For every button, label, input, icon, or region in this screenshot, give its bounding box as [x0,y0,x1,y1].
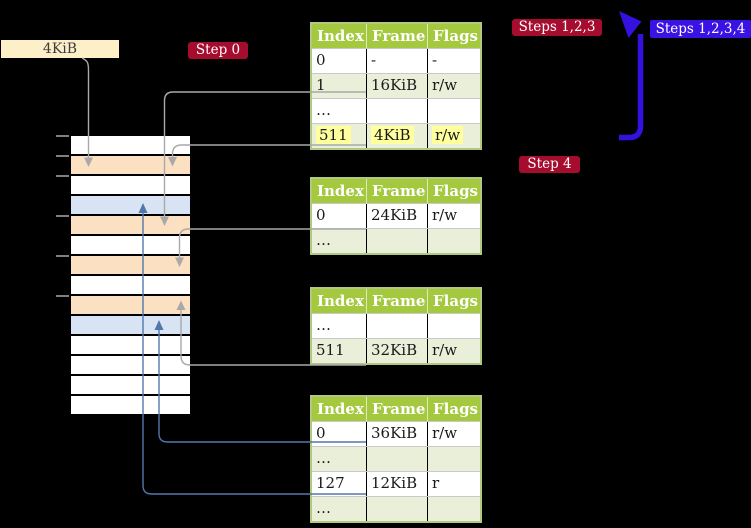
cell-flags: - [427,49,480,73]
cell-index: 127 [316,474,345,492]
cell-flags: r/w [427,124,480,148]
cell-index: 0 [316,51,326,69]
memory-row-peach [71,216,190,234]
cell-flags: r/w [427,422,480,446]
col-header-index: Index [317,400,364,418]
table-row: … [312,228,480,253]
cell-frame: 12KiB [366,472,427,496]
memory-row-peach [71,156,190,174]
cell-index: 0 [316,424,326,442]
tick-mark [56,175,69,177]
cell-frame [366,497,427,521]
tick-mark [56,295,69,297]
table-row: … [312,98,480,123]
page-table-l2: Index Frame Flags … 511 32KiB r/w [310,287,482,365]
cell-flags [427,497,480,521]
tick-mark [56,215,69,217]
cell-frame [366,99,427,123]
page-table-l3: Index Frame Flags 0 24KiB r/w … [310,177,482,255]
tick-mark [56,255,69,257]
table-row: 0 24KiB r/w [312,203,480,228]
cell-index: 511 [312,124,366,148]
cell-frame: 36KiB [366,422,427,446]
memory-row-white [71,336,190,354]
cell-index: … [316,101,331,119]
memory-row-blue [71,196,190,214]
col-header-flags: Flags [427,179,480,203]
cell-flags: r/w [427,74,480,98]
memory-row-white [71,276,190,294]
cell-frame: - [366,49,427,73]
cell-index: … [316,316,331,334]
col-header-flags: Flags [427,289,480,313]
memory-row-white [71,376,190,394]
col-header-flags: Flags [427,397,480,421]
table-row: … [312,496,480,521]
badge-steps-1-2-3: Steps 1,2,3 [512,19,602,36]
cell-index: 0 [316,206,326,224]
cell-frame: 4KiB [366,124,427,148]
memory-row-white [71,396,190,414]
table-header: Index Frame Flags [312,24,480,48]
badge-step4: Step 4 [519,156,580,173]
cell-frame: 24KiB [366,204,427,228]
table-header: Index Frame Flags [312,289,480,313]
table-row: 0 36KiB r/w [312,421,480,446]
cell-index: 1 [316,76,326,94]
col-header-frame: Frame [366,397,427,421]
memory-row-blue [71,316,190,334]
col-header-frame: Frame [366,24,427,48]
table-row: 1 16KiB r/w [312,73,480,98]
highlight: r/w [432,126,464,144]
cell-frame [366,229,427,253]
cell-frame [366,447,427,471]
frame-size-label: 4KiB [1,40,119,58]
cell-flags [427,229,480,253]
memory-row-peach [71,296,190,314]
table-row: 127 12KiB r [312,471,480,496]
cell-frame: 32KiB [366,339,427,363]
memory-row-white [71,136,190,154]
tick-mark [56,155,69,157]
tick-mark [56,135,69,137]
col-header-frame: Frame [366,179,427,203]
badge-step0: Step 0 [188,42,248,59]
table-row-recursive-entry: 511 4KiB r/w [312,123,480,148]
arrowhead-up-left-icon [619,11,642,38]
cell-frame [366,314,427,338]
table-row: … [312,446,480,471]
cell-flags [427,447,480,471]
memory-row-white [71,356,190,374]
col-header-index: Index [317,27,364,45]
cell-index: … [316,499,331,517]
table-header: Index Frame Flags [312,179,480,203]
cell-flags: r/w [427,339,480,363]
cell-index: … [316,449,331,467]
physical-memory-column [69,134,192,416]
cell-flags [427,314,480,338]
col-header-index: Index [317,182,364,200]
cell-flags: r [427,472,480,496]
col-header-index: Index [317,292,364,310]
big-loop-arrow [619,11,644,141]
highlight: 511 [316,126,351,144]
col-header-flags: Flags [427,24,480,48]
table-row: … [312,313,480,338]
table-row: 511 32KiB r/w [312,338,480,363]
page-table-l4: Index Frame Flags 0 - - 1 16KiB r/w … 51… [310,22,482,150]
cell-flags: r/w [427,204,480,228]
highlight: 4KiB [371,126,414,144]
table-row: 0 - - [312,48,480,73]
col-header-frame: Frame [366,289,427,313]
cell-frame: 16KiB [366,74,427,98]
memory-row-white [71,176,190,194]
page-table-l1: Index Frame Flags 0 36KiB r/w … 127 12Ki… [310,395,482,523]
cell-flags [427,99,480,123]
cell-index: 511 [316,341,345,359]
memory-row-peach [71,256,190,274]
cell-index: … [316,231,331,249]
table-header: Index Frame Flags [312,397,480,421]
badge-steps-1-2-3-4: Steps 1,2,3,4 [650,20,751,38]
memory-row-white [71,236,190,254]
